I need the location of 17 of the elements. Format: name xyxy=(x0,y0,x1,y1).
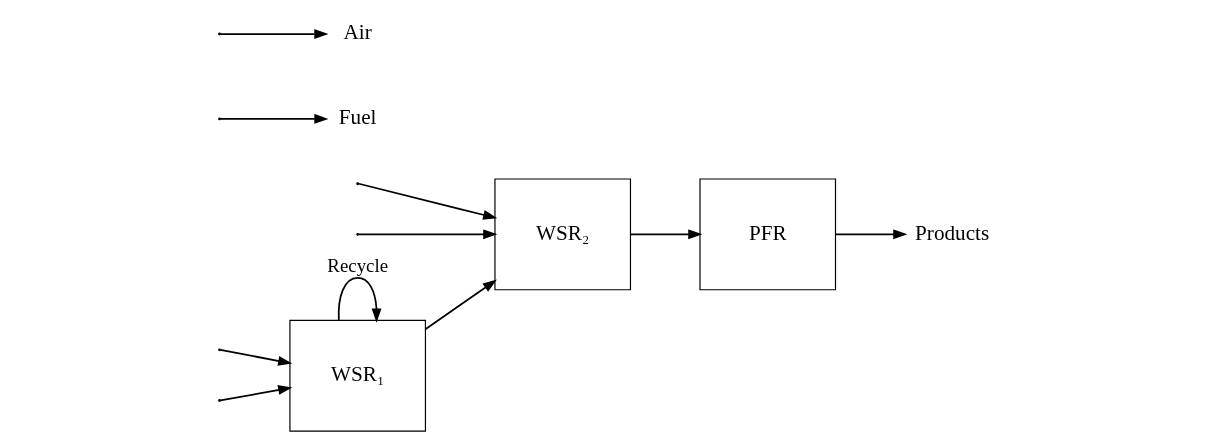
edge-label: Recycle xyxy=(326,254,388,276)
arrow xyxy=(219,349,292,366)
node-text: Air xyxy=(343,20,372,45)
arrow xyxy=(337,277,381,323)
node-box: WSR₂ xyxy=(493,178,631,291)
arrow xyxy=(219,113,328,124)
node-box: WSR₁ xyxy=(288,319,426,432)
arrow xyxy=(629,229,702,240)
arrow xyxy=(219,29,328,39)
arrow xyxy=(424,279,497,330)
node-box: PFR xyxy=(698,178,836,291)
node-text: Products xyxy=(914,220,989,245)
node-text: Fuel xyxy=(338,105,377,130)
arrow xyxy=(219,385,292,402)
arrow xyxy=(357,229,497,240)
arrow xyxy=(357,182,497,220)
arrow xyxy=(834,229,907,240)
